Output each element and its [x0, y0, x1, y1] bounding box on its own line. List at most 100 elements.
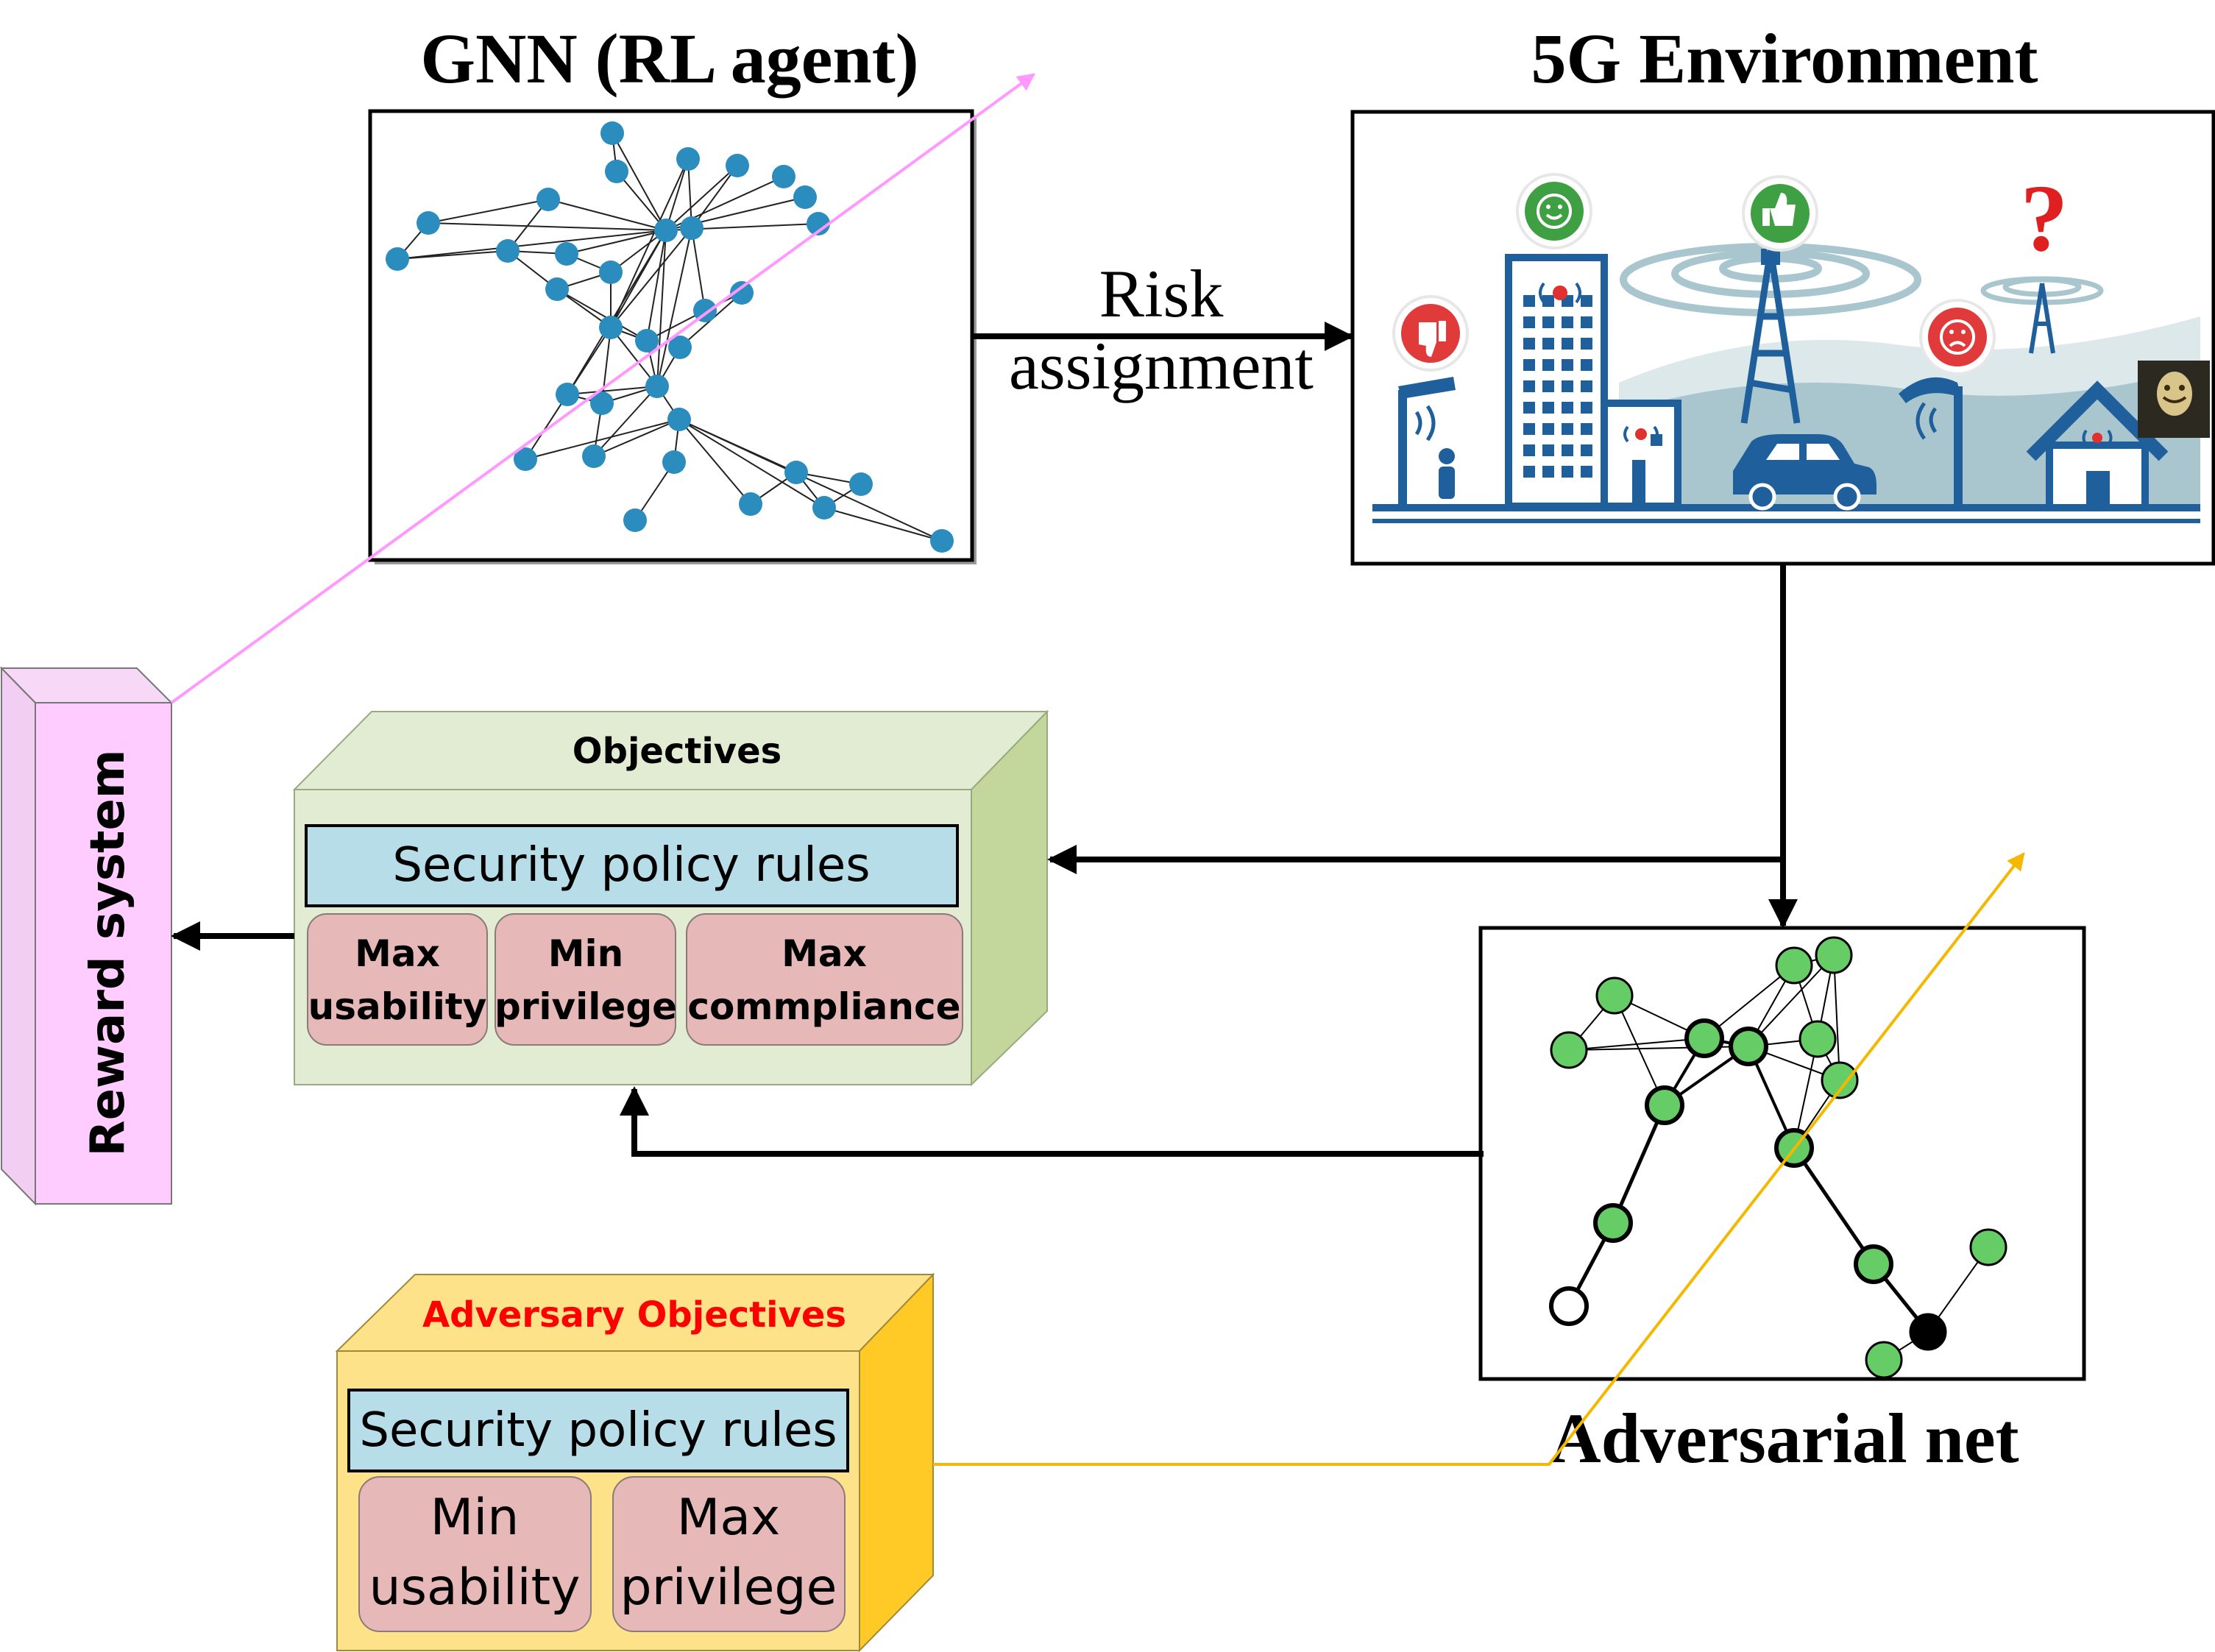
building-window	[1542, 338, 1554, 350]
gnn-edge	[678, 419, 751, 505]
house-icon	[2026, 380, 2169, 511]
building-window	[1581, 402, 1592, 414]
gnn-node	[667, 408, 691, 431]
adversarial-node	[1549, 1286, 1589, 1326]
gnn-node	[807, 212, 830, 235]
gnn-edge	[428, 222, 667, 231]
building-window	[1523, 466, 1535, 478]
gnn-node	[739, 492, 762, 516]
gnn-title: GNN (RL agent)	[420, 19, 918, 98]
gnn-edge	[593, 386, 658, 457]
building-window	[1542, 316, 1554, 328]
adversarial-node	[1593, 1203, 1633, 1243]
adversary-objectives-box: Adversary Objectives Security policy rul…	[335, 1272, 935, 1652]
gnn-node	[635, 329, 659, 352]
objectives-policy-bar	[305, 824, 959, 907]
gnn-nodes	[386, 121, 954, 553]
building-window	[1542, 402, 1554, 414]
building-window	[1562, 316, 1573, 328]
thumbs-up-icon	[1742, 175, 1818, 252]
gnn-node	[654, 219, 678, 242]
gnn-node	[386, 247, 409, 271]
reward-system-label: Reward system	[81, 749, 135, 1156]
gnn-node	[793, 185, 817, 209]
adversarial-net-panel	[1478, 926, 2086, 1381]
gnn-node	[556, 383, 579, 406]
tower-icon-small	[1980, 276, 2104, 354]
hacker-avatar-icon	[2138, 361, 2210, 438]
gnn-edge	[691, 165, 738, 229]
gnn-edge	[678, 419, 943, 542]
gnn-node	[417, 211, 440, 235]
gnn-edge	[428, 199, 549, 224]
gnn-node	[668, 336, 692, 359]
gnn-edge	[397, 230, 667, 260]
camera-icon	[1398, 377, 1456, 506]
gnn-edge	[610, 227, 692, 328]
adversarial-edge	[1748, 954, 1835, 1047]
adversary-item-line2: usability	[369, 1559, 581, 1617]
building-window	[1542, 359, 1554, 371]
gnn-edge	[556, 288, 648, 341]
gnn-node	[812, 496, 836, 520]
building-window	[1562, 423, 1573, 435]
building-window	[1523, 380, 1535, 392]
gnn-node	[582, 444, 606, 468]
gnn-node	[623, 508, 647, 532]
adversarial-node	[1909, 1313, 1947, 1351]
gnn-node	[590, 391, 614, 415]
question-mark-icon: ?	[2021, 166, 2069, 272]
building-window	[1581, 466, 1592, 478]
gnn-node	[730, 281, 754, 305]
adversarial-edge	[1614, 995, 1665, 1106]
gnn-edge	[656, 227, 692, 387]
adversary-item-line1: Max	[677, 1489, 781, 1547]
objective-item-line2: commpliance	[687, 985, 960, 1028]
gnn-node	[599, 260, 623, 284]
gnn-node	[772, 165, 795, 188]
adversary-max-privilege	[612, 1476, 846, 1632]
adversarial-node	[1550, 1031, 1588, 1069]
building-window	[1581, 295, 1592, 307]
objective-item-line1: Max	[782, 932, 867, 975]
gnn-edge	[525, 394, 568, 460]
gnn-node	[496, 239, 520, 263]
objective-min-privilege	[495, 913, 676, 1046]
objectives-policy-label: Security policy rules	[392, 838, 870, 893]
gnn-edge	[646, 230, 667, 341]
gnn-edge	[593, 419, 680, 457]
adversary-item-line1: Min	[430, 1489, 520, 1547]
gnn-edge	[665, 158, 689, 231]
objective-item-line1: Max	[355, 932, 440, 975]
building-window	[1581, 338, 1592, 350]
environment-title: 5G Environment	[1531, 19, 2038, 98]
adversarial-nodes	[1549, 936, 2007, 1379]
building-window	[1581, 423, 1592, 435]
building-window	[1523, 402, 1535, 414]
adversarial-node	[1645, 1085, 1684, 1125]
building-window	[1562, 444, 1573, 456]
gnn-edge	[610, 158, 689, 328]
gnn-node	[536, 188, 560, 211]
gnn-node	[662, 450, 686, 474]
gnn-node	[676, 147, 700, 171]
gnn-edge	[665, 165, 738, 231]
building-window	[1523, 316, 1535, 328]
adversarial-node	[1684, 1018, 1724, 1058]
building-window	[1581, 359, 1592, 371]
gnn-edge	[656, 230, 667, 387]
environment-panel: ?	[1350, 110, 2215, 566]
gnn-node	[545, 277, 569, 301]
building-icon	[1505, 254, 1681, 510]
building-window	[1542, 444, 1554, 456]
building-window	[1581, 380, 1592, 392]
gnn-node	[693, 299, 717, 322]
reward-system-box: Reward system	[0, 666, 174, 1206]
building-window	[1581, 316, 1592, 328]
adversary-item-line2: privilege	[620, 1559, 837, 1617]
gnn-node	[555, 242, 578, 266]
adversarial-node	[1595, 976, 1634, 1015]
adversarial-to-objectives-arrow	[620, 1086, 1484, 1157]
gnn-node	[605, 160, 628, 183]
